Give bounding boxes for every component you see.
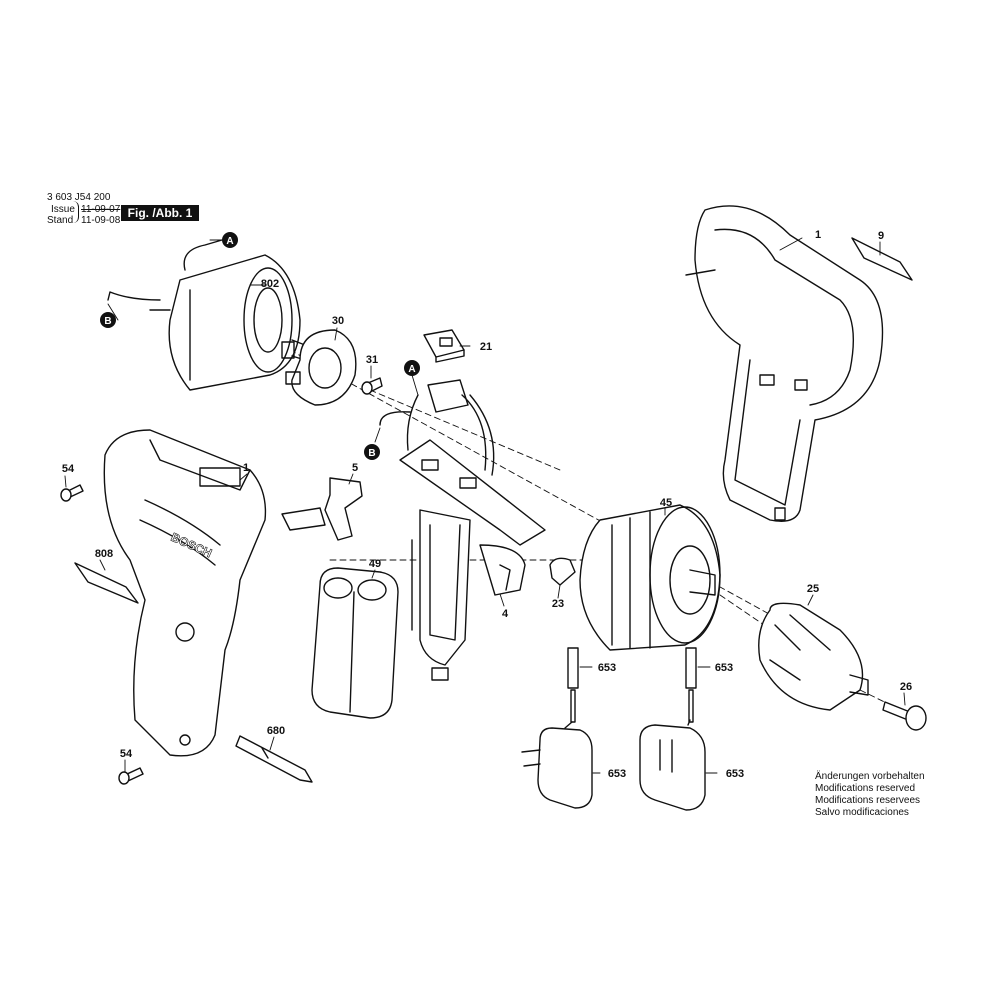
connector-a-top-label: A — [226, 236, 233, 247]
figure-label: Fig. /Abb. 1 — [121, 205, 199, 221]
callout-screw-26: 26 — [900, 681, 912, 693]
connector-b-left: B — [100, 312, 116, 328]
connector-b-switch-label: B — [368, 448, 375, 459]
callout-switch-4: 4 — [502, 608, 509, 620]
callout-lever-23: 23 — [552, 598, 564, 610]
switch-cap — [423, 329, 465, 363]
connector-a-switch: A — [404, 360, 420, 376]
callout-bracket-30: 30 — [332, 315, 344, 327]
charger-euro — [521, 721, 593, 809]
header-brace — [73, 201, 79, 223]
callout-housing-right: 1 — [815, 229, 821, 241]
issue-label: Issue — [51, 204, 75, 215]
callout-plug-653-b: 653 — [715, 662, 733, 674]
direction-lever — [549, 557, 576, 586]
gearbox — [579, 504, 721, 651]
note-french: Modifications reservees — [815, 795, 921, 806]
issue-date: 11-09-07 — [81, 204, 121, 215]
callout-nameplate-808: 808 — [95, 548, 113, 560]
leader-lines — [64, 237, 906, 774]
callout-switch-cap-21: 21 — [480, 341, 492, 353]
screw-31 — [361, 377, 383, 395]
connector-b-left-label: B — [104, 316, 111, 327]
slider-part — [281, 477, 363, 541]
note-german: Änderungen vorbehalten — [815, 771, 925, 782]
callout-charger-653-b: 653 — [726, 768, 744, 780]
callout-screw-54-bottom: 54 — [120, 748, 133, 760]
callout-battery-49: 49 — [369, 558, 381, 570]
part-number: 3 603 J54 200 — [47, 192, 111, 203]
screwdriver-bit — [235, 735, 313, 783]
battery-pack — [311, 567, 399, 719]
note-english: Modifications reserved — [815, 783, 916, 794]
callout-plug-653-a: 653 — [598, 662, 616, 674]
charger-plug-b — [685, 647, 697, 723]
stand-date: 11-09-08 — [81, 215, 121, 226]
callout-chuck-25: 25 — [807, 583, 819, 595]
callout-screw-31: 31 — [366, 354, 378, 366]
label-sticker-9 — [851, 237, 913, 281]
connector-a-top: A — [222, 232, 238, 248]
nameplate-808 — [74, 562, 139, 604]
connector-a-switch-label: A — [408, 364, 415, 375]
screw-54-top — [60, 484, 84, 502]
callout-charger-653-a: 653 — [608, 768, 626, 780]
stand-label: Stand — [47, 215, 74, 226]
callout-bit-680: 680 — [267, 725, 285, 737]
switch-assembly — [379, 379, 546, 681]
callout-housing-left: 1 — [243, 462, 249, 474]
screw-54-bottom — [118, 767, 144, 785]
note-spanish: Salvo modificaciones — [815, 807, 909, 818]
charger-plug-a — [567, 647, 579, 723]
modification-notes: Änderungen vorbehalten Modifications res… — [815, 771, 925, 819]
housing-half-right — [685, 205, 884, 522]
housing-half-left: BOSCH — [103, 429, 267, 757]
motor-bracket — [285, 329, 357, 406]
connector-b-switch: B — [364, 444, 380, 460]
callout-screw-54-top: 54 — [62, 463, 75, 475]
keyless-chuck — [758, 602, 869, 711]
callout-motor: 802 — [261, 278, 279, 290]
callout-label-9: 9 — [878, 230, 884, 242]
motor — [107, 239, 306, 391]
callout-slider-5: 5 — [352, 462, 358, 474]
screw-26 — [882, 701, 927, 731]
callout-gearbox-45: 45 — [660, 497, 672, 509]
charger-uk — [639, 719, 706, 811]
